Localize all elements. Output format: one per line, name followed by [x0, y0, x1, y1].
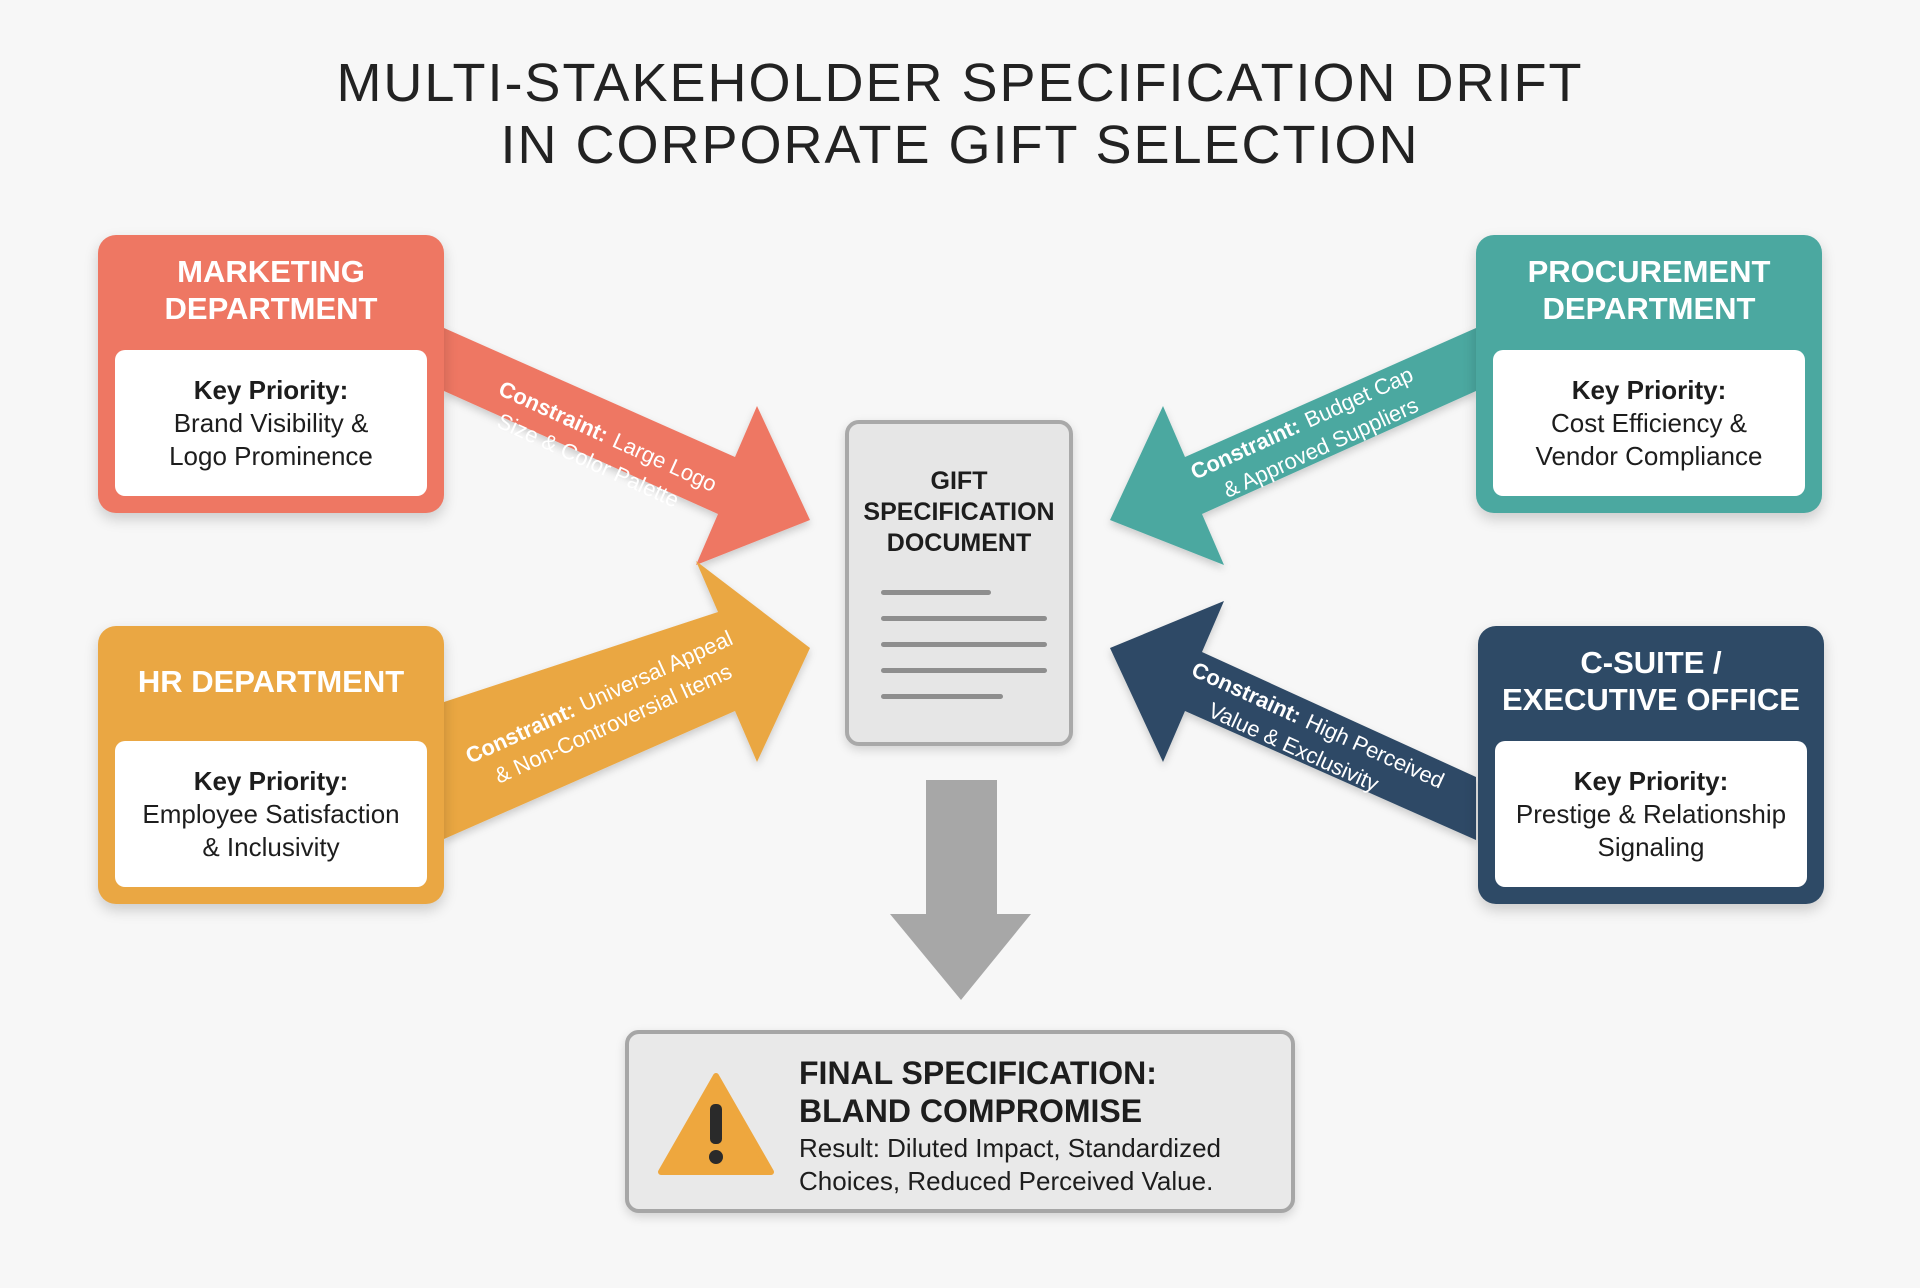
- final-title: FINAL SPECIFICATION: BLAND COMPROMISE: [799, 1055, 1157, 1129]
- hr-priority: Key Priority: Employee Satisfaction & In…: [115, 741, 427, 887]
- diagram-title: MULTI-STAKEHOLDER SPECIFICATION DRIFT IN…: [0, 52, 1920, 176]
- document-text-line: [881, 642, 1047, 647]
- hr-arrow: Constraint:Universal Appeal & Non-Contro…: [444, 561, 810, 839]
- final-specification-box: FINAL SPECIFICATION: BLAND COMPROMISE Re…: [625, 1030, 1295, 1213]
- csuite-arrow: Constraint:High Perceived Value & Exclus…: [1110, 601, 1476, 840]
- title-line-2: IN CORPORATE GIFT SELECTION: [500, 115, 1420, 175]
- hr-card: HR DEPARTMENT Key Priority: Employee Sat…: [98, 626, 444, 904]
- procurement-arrow: Constraint:Budget Cap & Approved Supplie…: [1110, 328, 1476, 565]
- hr-card-title: HR DEPARTMENT: [137, 663, 405, 699]
- csuite-priority: Key Priority: Prestige & Relationship Si…: [1495, 741, 1807, 887]
- csuite-card: C-SUITE / EXECUTIVE OFFICE Key Priority:…: [1478, 626, 1824, 904]
- csuite-card-title: C-SUITE / EXECUTIVE OFFICE: [1502, 645, 1800, 717]
- marketing-priority: Key Priority: Brand Visibility & Logo Pr…: [115, 350, 427, 496]
- document-text-line: [881, 616, 1047, 621]
- marketing-card-title: MARKETING DEPARTMENT: [164, 254, 378, 326]
- document-text-line: [881, 694, 1003, 699]
- procurement-card: PROCUREMENT DEPARTMENT Key Priority: Cos…: [1476, 235, 1822, 513]
- procurement-priority: Key Priority: Cost Efficiency & Vendor C…: [1493, 350, 1805, 496]
- marketing-arrow: Constraint:Large Logo Size & Color Palet…: [444, 328, 810, 565]
- down-arrow: [890, 780, 1031, 1000]
- warning-icon: [658, 1073, 774, 1175]
- final-result-text: Result: Diluted Impact, Standardized Cho…: [799, 1133, 1221, 1196]
- document-text-line: [881, 668, 1047, 673]
- document-text-line: [881, 590, 991, 595]
- procurement-card-title: PROCUREMENT DEPARTMENT: [1527, 254, 1771, 326]
- document-title: GIFT SPECIFICATION DOCUMENT: [863, 467, 1055, 557]
- marketing-card: MARKETING DEPARTMENT Key Priority: Brand…: [98, 235, 444, 513]
- title-line-1: MULTI-STAKEHOLDER SPECIFICATION DRIFT: [336, 53, 1584, 113]
- gift-specification-document: GIFT SPECIFICATION DOCUMENT: [845, 420, 1073, 746]
